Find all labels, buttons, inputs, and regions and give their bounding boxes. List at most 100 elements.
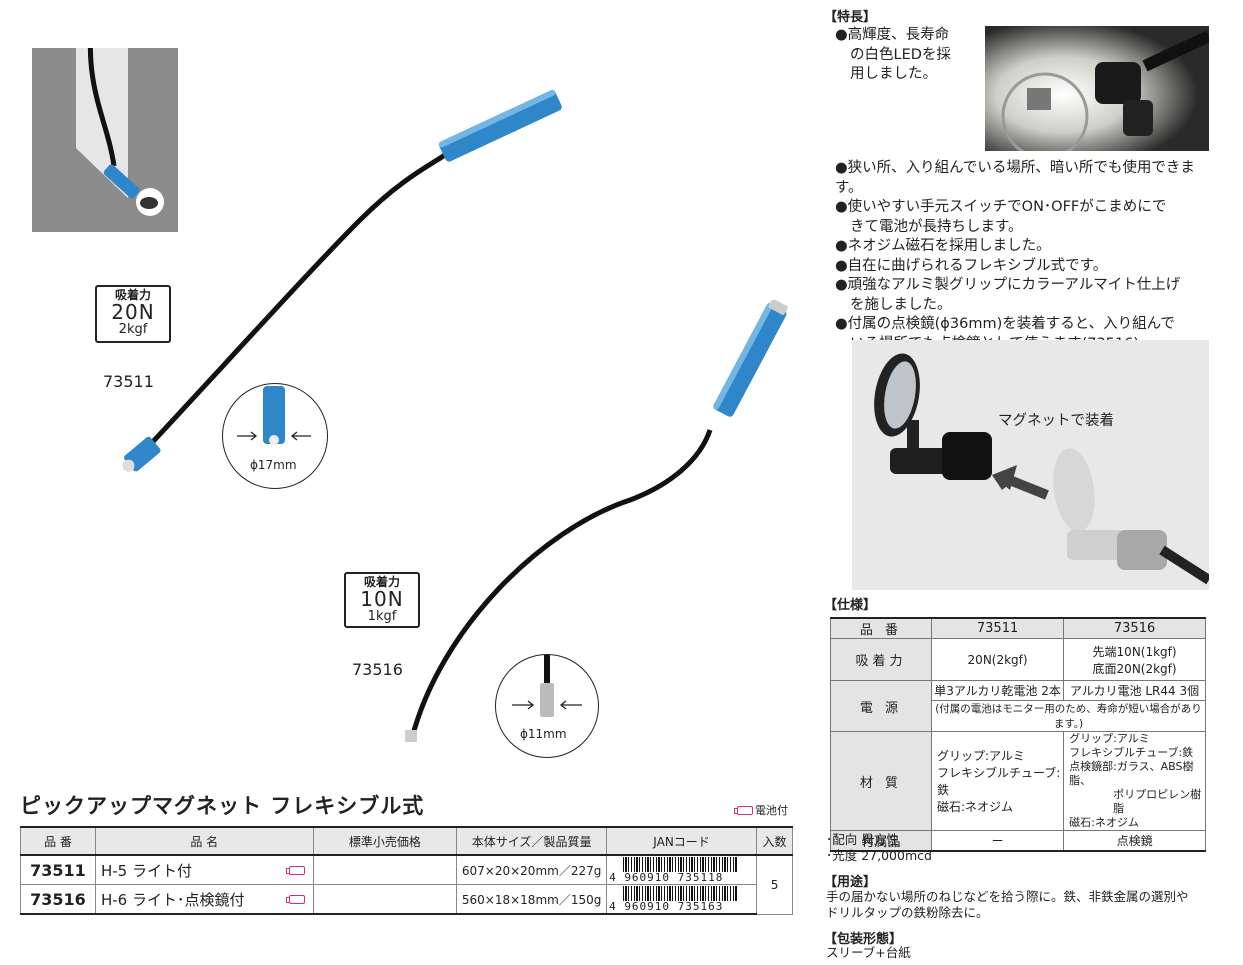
diameter-label: ϕ11mm (520, 727, 567, 741)
orientation-line: ･配向 異方性 (826, 832, 899, 847)
table-row: 73511 H-5 ライト付 607×20×20mm／227g 4 960910… (20, 855, 793, 915)
row-jan-cell: 4 960910 735163 (606, 884, 758, 915)
spec-material-line: ポリプロピレン樹脂 (1113, 788, 1202, 815)
usage-illustration (32, 48, 178, 232)
feature-line: ●高輝度、長寿命 (835, 27, 950, 43)
barcode: 4 960910 735163 (607, 886, 756, 913)
feature-line: きて電池が長持ちします。 (850, 218, 1023, 235)
battery-legend-label: 電池付 (755, 804, 788, 817)
spec-force-bottom: 底面20N(2kgf) (1092, 661, 1177, 676)
mirror-caption: マグネットで装着 (998, 413, 1114, 429)
row-jan-cell: 4 960910 735118 (606, 855, 758, 885)
feature-list: ●狭い所、入り組んでいる場所、暗い所でも使用できます。 ●使いやすい手元スイッチ… (835, 159, 1215, 354)
tip-detail-73516: ϕ11mm (495, 654, 599, 758)
feature-line: ●狭い所、入り組んでいる場所、暗い所でも使用できます。 (835, 160, 1195, 196)
spec-material-line: 磁石:ネオジム (1069, 816, 1139, 829)
spec-force-73511: 20N(2kgf) (930, 638, 1065, 681)
packaging-heading: 【包装形態】 (824, 932, 903, 947)
spec-row-accessory: 付属品 ー 点検鏡 (830, 830, 1206, 852)
packaging-text: スリーブ+台紙 (826, 945, 911, 960)
spec-material-line: 点検鏡部:ガラス、ABS樹脂、 (1069, 760, 1194, 787)
header-name: 品 名 (94, 826, 314, 856)
row-name: H-5 ライト付 (100, 861, 192, 880)
feature-line: ●使いやすい手元スイッチでON･OFFがこまめにで (835, 199, 1167, 215)
header-price: 標準小売価格 (312, 826, 458, 856)
barcode: 4 960910 735118 (607, 857, 756, 884)
feature-item: ●狭い所、入り組んでいる場所、暗い所でも使用できます。 (835, 159, 1215, 198)
feature-item: ●使いやすい手元スイッチでON･OFFがこまめにで きて電池が長持ちします。 (835, 198, 1215, 237)
row-price (312, 884, 458, 915)
tip-closeup-drawing (512, 655, 582, 717)
feature-item: ●頑強なアルミ製グリップにカラーアルマイト仕上げ を施しました。 (835, 276, 1215, 315)
spec-heading: 【仕様】 (824, 598, 877, 613)
row-name: H-6 ライト･点検鏡付 (100, 890, 245, 909)
spec-accessory-73516: 点検鏡 (1063, 830, 1206, 852)
barcode-number: 960910 735118 (624, 871, 724, 884)
product-code-73511: 73511 (103, 372, 154, 391)
spec-force-label: 吸着力 (830, 638, 932, 681)
spec-table: 品 番 73511 73516 吸着力 20N(2kgf) 先端10N(1kgf… (830, 617, 1206, 852)
tip-closeup-drawing (237, 386, 311, 445)
spec-material-73516: グリップ:アルミ フレキシブルチューブ:鉄 点検鏡部:ガラス、ABS樹脂、 ポリ… (1063, 731, 1206, 831)
spec-col-label: 品 番 (830, 617, 932, 639)
spec-force-tip: 先端10N(1kgf) (1092, 644, 1177, 659)
barcode-prefix: 4 (609, 871, 617, 884)
spec-power-note: (付属の電池はモニター用のため、寿命が短い場合があります。) (931, 700, 1206, 732)
usage-line: 手の届かない場所のねじなどを拾う際に。鉄、非鉄金属の選別や (826, 889, 1189, 904)
force-newton: 10N (360, 586, 404, 611)
product-title: ピックアップマグネット フレキシブル式 (20, 794, 425, 818)
feature-line: を施しました。 (850, 296, 952, 313)
row-code: 73516 (20, 884, 96, 915)
battery-icon (285, 866, 305, 875)
row-size: 607×20×20mm／227g (456, 855, 608, 885)
spec-material-line: グリップ:アルミ (1069, 732, 1150, 745)
usage-text: 手の届かない場所のねじなどを拾う際に。鉄、非鉄金属の選別や ドリルタップの鉄粉除… (826, 889, 1189, 921)
barcode-digits: 4 960910 735118 (609, 872, 754, 883)
spec-row-material: 材 質 グリップ:アルミ フレキシブルチューブ:鉄 磁石:ネオジム グリップ:ア… (830, 731, 1206, 831)
force-badge-73516: 吸着力 10N 1kgf (344, 572, 420, 628)
spec-row-force: 吸着力 20N(2kgf) 先端10N(1kgf) 底面20N(2kgf) (830, 638, 1206, 681)
force-kgf: 2kgf (118, 321, 148, 337)
spec-power-label: 電 源 (830, 680, 932, 732)
spec-material-line: グリップ:アルミ (937, 749, 1025, 763)
spec-force-73516: 先端10N(1kgf) 底面20N(2kgf) (1063, 638, 1206, 681)
header-code: 品 番 (20, 826, 96, 856)
table-header-row: 品 番 品 名 標準小売価格 本体サイズ／製品質量 JANコード 入数 (20, 826, 793, 856)
table-row: 73516 H-6 ライト･点検鏡付 560×18×18mm／150g 4 96… (20, 884, 793, 915)
feature-line: ●自在に曲げられるフレキシブル式です。 (835, 257, 1108, 274)
spec-material-line: 磁石:ネオジム (937, 800, 1014, 814)
spec-material-line: フレキシブルチューブ:鉄 (937, 766, 1061, 797)
spec-power-73511: 単3アルカリ乾電池 2本 (930, 680, 1065, 701)
luminous-intensity-line: ･光度 27,000mcd (826, 848, 932, 863)
mirror-attach-photo: マグネットで装着 (852, 340, 1209, 590)
barcode-prefix: 4 (609, 900, 617, 913)
spec-accessory-73511: ー (930, 830, 1065, 852)
product-73511-drawing (122, 89, 562, 472)
force-kgf: 1kgf (367, 608, 397, 624)
force-newton: 20N (111, 299, 155, 324)
feature-item: ●自在に曲げられるフレキシブル式です。 (835, 257, 1215, 277)
feature-line: ●頑強なアルミ製グリップにカラーアルマイト仕上げ (835, 277, 1181, 293)
spec-power-73516: アルカリ電池 LR44 3個 (1063, 680, 1206, 701)
row-code: 73511 (20, 855, 96, 885)
row-name-cell: H-5 ライト付 (94, 855, 314, 885)
row-price (312, 855, 458, 885)
extra-specs: ･配向 異方性 ･光度 27,000mcd (826, 832, 932, 864)
spec-accessory-label: 付属品 (830, 830, 932, 852)
spec-material-73511: グリップ:アルミ フレキシブルチューブ:鉄 磁石:ネオジム (930, 731, 1065, 831)
header-jan: JANコード (606, 826, 758, 856)
spec-material-label: 材 質 (830, 731, 932, 831)
battery-icon (285, 895, 305, 904)
feature-item: ●ネオジム磁石を採用しました。 (835, 237, 1215, 257)
led-photo-drawing (985, 26, 1209, 151)
battery-icon (734, 805, 753, 815)
feature-line: 用しました。 (850, 66, 937, 82)
product-code-73516: 73516 (352, 660, 403, 679)
spec-col-73511: 73511 (930, 617, 1065, 639)
spec-col-73516: 73516 (1063, 617, 1206, 639)
usage-line: ドリルタップの鉄粉除去に。 (826, 905, 989, 920)
diameter-label: ϕ17mm (250, 458, 297, 472)
force-label: 吸着力 (363, 575, 400, 589)
feature-line: ●ネオジム磁石を採用しました。 (835, 238, 1051, 254)
spec-row-power-note: (付属の電池はモニター用のため、寿命が短い場合があります。) (831, 700, 1206, 732)
